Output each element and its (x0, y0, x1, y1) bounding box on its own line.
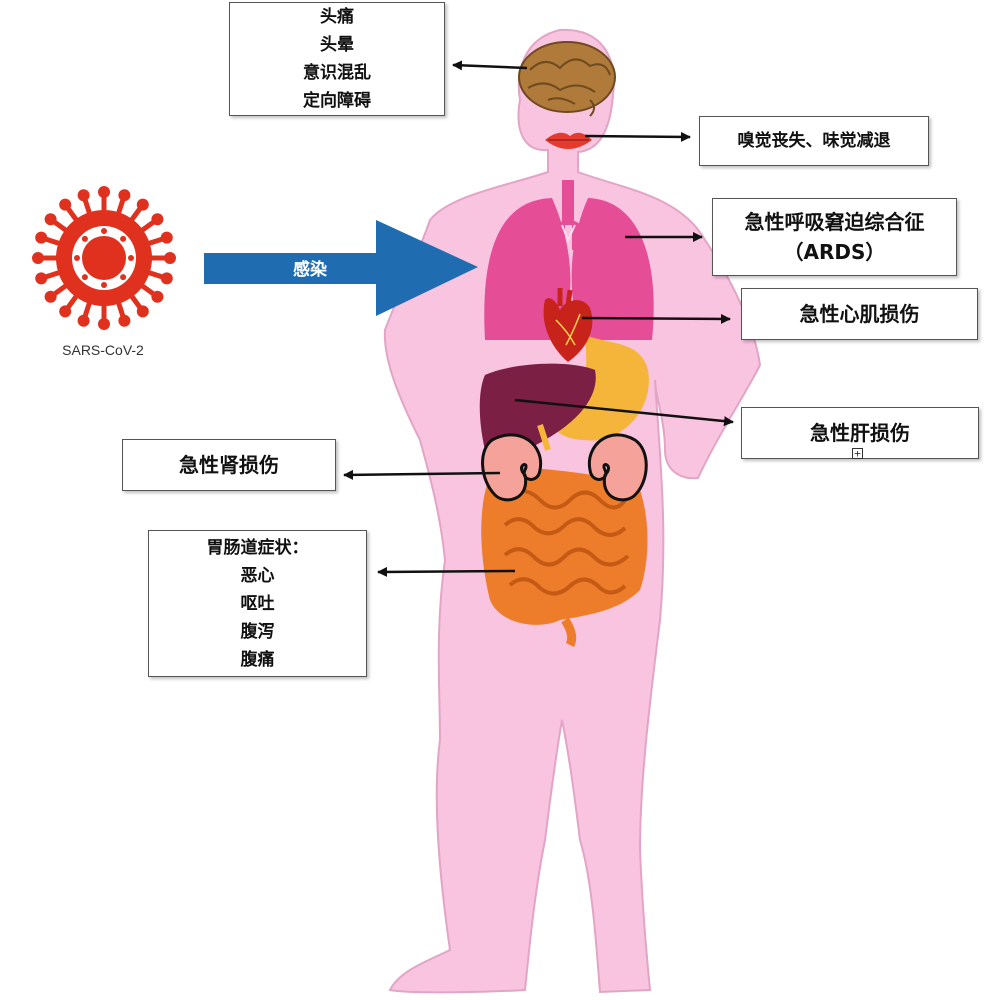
lungs-illustration (484, 180, 654, 340)
lips-illustration (545, 132, 592, 149)
arrow-intestine (377, 566, 516, 577)
gi-symptom: 恶心 (240, 565, 275, 586)
arrow-kidney (343, 469, 501, 480)
bile-duct (537, 424, 551, 451)
virus-spike-tip (32, 252, 44, 264)
arrow-brain (452, 60, 528, 71)
heart-illustration (543, 288, 593, 362)
heart-injury-text: 急性心肌损伤 (799, 302, 920, 326)
virus-spike-tip (98, 186, 110, 198)
brain-illustration (518, 41, 616, 117)
virus-spike-tip (59, 198, 72, 211)
arrow-heart (581, 313, 731, 324)
gi-symptoms-box: 胃肠道症状： 恶心 呕吐 腹泻 腹痛 (148, 530, 367, 677)
virus-label: SARS-CoV-2 (62, 342, 144, 358)
gi-symptom: 呕吐 (240, 593, 275, 614)
arrow-lips (584, 131, 691, 142)
virus-dot (74, 255, 80, 261)
neuro-symptom: 头晕 (320, 35, 354, 55)
virus-spike-tip (98, 318, 110, 330)
ards-box: 急性呼吸窘迫综合征 （ARDS） (712, 198, 957, 276)
virus-spike-tip (151, 290, 164, 303)
ards-title: 急性呼吸窘迫综合征 (744, 210, 925, 234)
virus-dot (101, 228, 107, 234)
virus-spike-tip (35, 272, 48, 285)
neuro-symptom: 意识混乱 (303, 63, 371, 83)
virus-dot (128, 255, 134, 261)
kidney-injury-text: 急性肾损伤 (179, 453, 279, 477)
gi-symptom: 腹痛 (240, 649, 275, 670)
kidneys-illustration (481, 433, 648, 502)
virus-spike-tip (59, 305, 72, 318)
virus-dot (120, 274, 127, 281)
virus-dot (81, 235, 88, 242)
intestine-illustration (481, 465, 648, 648)
infection-arrow (204, 220, 478, 316)
virus-dot (101, 282, 107, 288)
virus-icon (32, 186, 176, 330)
gi-title: 胃肠道症状： (206, 537, 309, 558)
virus-spike-tip (151, 213, 164, 226)
virus-dot (81, 274, 88, 281)
infection-label: 感染 (293, 259, 327, 280)
gi-symptom: 腹泻 (240, 621, 275, 642)
virus-spike-tip (35, 231, 48, 244)
virus-dot (120, 235, 127, 242)
virus-spike-tip (118, 314, 131, 327)
virus-spike-tip (136, 198, 149, 211)
virus-spike-tip (44, 290, 57, 303)
virus-spike-tip (160, 272, 173, 285)
neuro-symptoms-box: 头痛 头晕 意识混乱 定向障碍 (229, 2, 445, 116)
virus-spike-tip (118, 189, 131, 202)
neuro-symptom: 定向障碍 (303, 91, 371, 111)
virus-spike-tip (77, 314, 90, 327)
virus-spike-tip (164, 252, 176, 264)
ards-abbrev: （ARDS） (783, 240, 886, 264)
liver-injury-text: 急性肝损伤 (810, 421, 910, 445)
smell-taste-box: 嗅觉丧失、味觉减退 (699, 116, 929, 166)
heart-injury-box: 急性心肌损伤 (741, 288, 978, 340)
virus-core (82, 236, 126, 280)
arrow-liver (514, 398, 734, 427)
virus-spike-tip (77, 189, 90, 202)
virus-spike-tip (44, 213, 57, 226)
virus-spike-tip (136, 305, 149, 318)
liver-injury-box: 急性肝损伤 (741, 407, 979, 459)
kidney-injury-box: 急性肾损伤 (122, 439, 336, 491)
expand-plus-icon[interactable]: + (852, 448, 863, 459)
neuro-symptom: 头痛 (320, 7, 354, 27)
virus-spike-tip (160, 231, 173, 244)
smell-taste-text: 嗅觉丧失、味觉减退 (737, 131, 891, 151)
liver-illustration (479, 363, 596, 456)
